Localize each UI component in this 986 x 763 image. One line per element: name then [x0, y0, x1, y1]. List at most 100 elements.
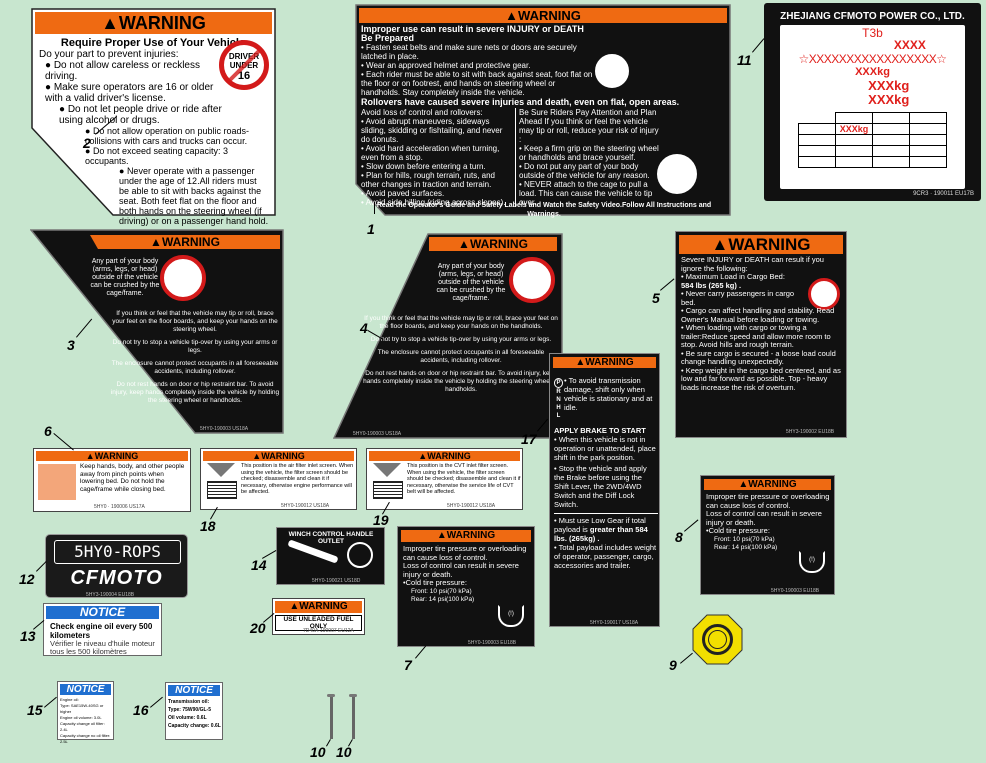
label-12-rops-plate: 5HY0-ROPS CFMOTO 5HY3-190004 EU18B	[45, 534, 188, 598]
table-cell: T-2	[872, 112, 910, 124]
label-3-outline	[30, 229, 284, 434]
table-cell: •••	[909, 123, 947, 135]
callout-10: 10	[310, 744, 326, 760]
warning-triangle-icon: ▲	[436, 530, 447, 541]
warning-text: Any part of your body (arms, legs, or he…	[90, 258, 160, 297]
table-cell: •••	[835, 145, 873, 157]
approval-number: e13*167/2013*XXXX*	[814, 38, 931, 52]
label-code: 5HY0 · 190006 US17A	[94, 504, 145, 510]
bullet-text: • Avoid paved surfaces.	[361, 189, 445, 198]
bullet-text: ● Never operate with a passenger under t…	[119, 166, 269, 226]
notice-line: Type: SAE15W-40SG or higher	[60, 703, 104, 714]
table-cell: •••	[909, 134, 947, 146]
label-4-crush-warning: ▲WARNING Any part of your body (arms, le…	[333, 233, 563, 440]
warning-header: ▲WARNING	[679, 235, 843, 254]
gear-position: R	[556, 389, 561, 395]
fuel-text: USE UNLEADED FUEL ONLY	[275, 615, 362, 631]
warning-triangle-icon: ▲	[505, 8, 519, 23]
bullet-text: • Never carry passengers in cargo bed.	[681, 289, 795, 307]
warning-text: The enclosure cannot protect occupants i…	[377, 349, 545, 364]
bullet-text: ● Make sure operators are 16 or older wi…	[45, 82, 214, 104]
rollover-icon	[657, 154, 697, 194]
leader-line	[684, 519, 699, 532]
warning-triangle-icon: ▲	[738, 479, 749, 490]
table-cell: •••	[872, 134, 910, 146]
bullet-text: • Plan for hills, rough terrain, ruts, a…	[361, 171, 495, 189]
bullet-text: • To avoid transmission damage, shift on…	[564, 376, 653, 412]
warning-header-text: WARNING	[585, 357, 634, 368]
warning-text: If you think or feel that the vehicle ma…	[364, 315, 558, 330]
warning-header-text: WARNING	[261, 451, 305, 461]
callout-4: 4	[360, 320, 368, 336]
subheading-text: Rollovers have caused severe injuries an…	[361, 97, 680, 107]
warning-text: If you think or feel that the vehicle ma…	[112, 310, 278, 333]
bullet-text: • Keep a firm grip on the steering wheel…	[519, 144, 659, 162]
table-cell: •••	[872, 145, 910, 157]
leader-line	[752, 38, 765, 53]
warning-header: ▲WARNING	[553, 357, 656, 368]
bullet-text: ● Do not allow operation on public roads…	[85, 126, 250, 146]
warning-text: Do not try to stop a vehicle tip-over by…	[112, 339, 278, 354]
label-code: 5HY0-190012 US18A	[281, 503, 330, 509]
table-row: B-3•••••••••	[798, 145, 947, 157]
label-code: 5HY0-190003 EU18B	[771, 588, 820, 594]
warning-header: ▲WARNING	[275, 601, 362, 613]
label-19-cvt-filter: ▲WARNING This position is the CVT inlet …	[366, 448, 523, 510]
bullet-text: • Do not put any part of your body outsi…	[519, 162, 650, 180]
warning-text: Improper tire pressure or overloading ca…	[706, 492, 830, 510]
warning-header: ▲WARNING	[704, 479, 831, 490]
leader-line	[680, 652, 693, 664]
warning-text: Do not rest hands on door or hip restrai…	[110, 381, 280, 404]
bullet-text: • Maximum Load in Cargo Bed:584 lbs (265…	[681, 272, 785, 290]
callout-3: 3	[67, 337, 75, 353]
table-cell: B-1	[798, 123, 836, 135]
sign-text: DRIVER	[228, 52, 260, 61]
callout-2: 2	[83, 135, 91, 151]
warning-triangle-icon: ▲	[711, 235, 729, 254]
label-title: Require Proper Use of Your Vehicle	[60, 37, 246, 49]
label-code: 5HY0-190012 US18A	[447, 503, 496, 509]
label-16-notice-transmission-oil: NOTICE Transmission oil: Type: 75W90/GL-…	[165, 682, 223, 740]
subheading-text: Be Prepared	[361, 33, 415, 43]
warning-header-text: WARNING	[728, 235, 811, 254]
octagon-decal-shape	[692, 614, 743, 665]
callout-5: 5	[652, 290, 660, 306]
gear-position: L	[556, 413, 561, 419]
notice-line: Transmission oil:	[168, 699, 210, 705]
table-cell: •••	[909, 145, 947, 157]
callout-10: 10	[336, 744, 352, 760]
label-code: 5HY0-190017 US18A	[590, 620, 639, 626]
hand-pinch-icon	[38, 464, 76, 500]
mass-field: XXXkg	[855, 66, 890, 78]
callout-20: 20	[250, 620, 266, 636]
filter-screen-icon	[207, 481, 237, 499]
table-cell: XXXkg	[835, 123, 873, 135]
notice-line: Capacity change: 0.6L	[168, 723, 221, 729]
bullet-text: • Each rider must be able to sit with ba…	[361, 70, 593, 97]
warning-triangle-icon: ▲	[575, 357, 586, 368]
rops-model-text: 5HY0-ROPS	[54, 540, 181, 564]
item-9-octagon-decal	[692, 614, 743, 665]
leader-line	[374, 202, 375, 214]
warning-header-text: WARNING	[94, 451, 139, 461]
callout-13: 13	[20, 628, 36, 644]
axle-2-row: A-2 : XXXkg	[835, 92, 910, 107]
bullet-text: • NEVER attach to the cage to pull a loa…	[519, 180, 653, 207]
callout-8: 8	[675, 529, 683, 545]
driver-under-16-sign: DRIVER UNDER 16	[219, 40, 269, 90]
bullet-text: • Avoid abrupt maneuvers, sideways slidi…	[361, 117, 503, 144]
label-14-winch-outlet: WINCH CONTROL HANDLE OUTLET 5HY0-190021 …	[276, 527, 385, 585]
label-20-fuel-warning: ▲WARNING USE UNLEADED FUEL ONLY 7D40A-19…	[272, 598, 365, 635]
table-cell: T-1	[835, 112, 873, 124]
warning-text: •Cold tire pressure:	[403, 578, 467, 587]
notice-line: Engine oil:	[60, 697, 79, 702]
gear-position: P	[554, 378, 563, 388]
gear-position: H	[556, 405, 561, 411]
callout-18: 18	[200, 518, 216, 534]
table-cell: B-4	[798, 156, 836, 168]
label-code: 5HY0-190003 EU18B	[468, 640, 517, 646]
callout-6: 6	[44, 423, 52, 439]
callout-17: 17	[521, 431, 537, 447]
label-code: 5HY0-190003 US18A	[353, 431, 402, 437]
